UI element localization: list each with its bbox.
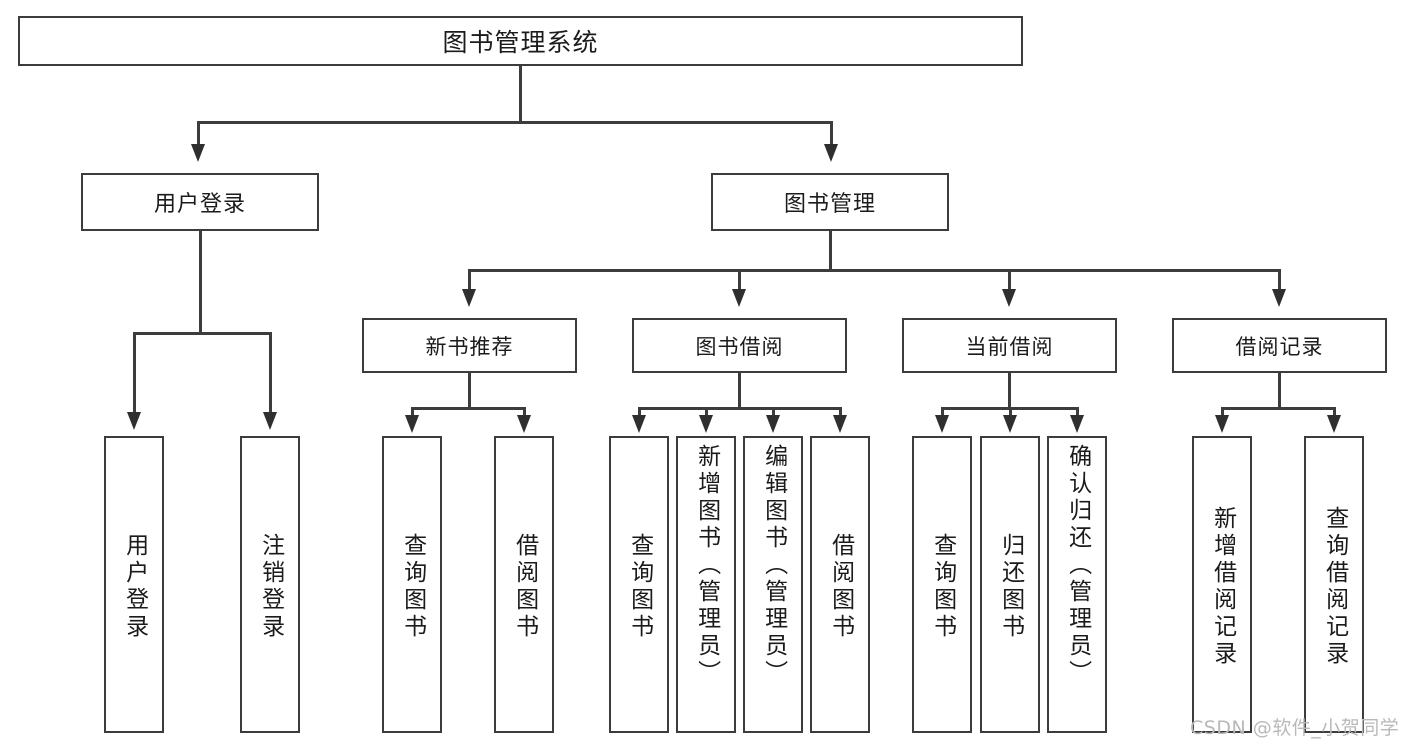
- connector-borrow-record-child2: [1333, 407, 1336, 417]
- leaf-logout[interactable]: 注销登录: [240, 436, 300, 733]
- leaf-user-login[interactable]: 用户登录: [104, 436, 164, 733]
- connector-book-borrow-drop: [738, 373, 741, 409]
- leaf-query-book-recommend[interactable]: 查询图书: [382, 436, 442, 733]
- leaf-return-book[interactable]: 归还图书: [980, 436, 1040, 733]
- arrowhead-leaf-confirm-return: [1070, 415, 1084, 433]
- connector-to-new-book: [468, 269, 471, 291]
- leaf-label: 查询借阅记录: [1321, 505, 1348, 668]
- leaf-query-book-borrow[interactable]: 查询图书: [609, 436, 669, 733]
- leaf-label: 归还图书: [997, 532, 1024, 641]
- connector-to-current-borrow: [1008, 269, 1011, 291]
- node-root-library-system[interactable]: 图书管理系统: [18, 16, 1023, 66]
- connector-book-borrow-child3: [772, 407, 775, 417]
- arrowhead-leaf-borrow-book-1: [517, 415, 531, 433]
- node-label: 当前借阅: [965, 334, 1054, 359]
- connector-new-book-child2: [523, 407, 526, 417]
- arrowhead-book-manage: [824, 144, 838, 162]
- connector-new-book-drop: [468, 373, 471, 409]
- connector-root-to-book-manage: [830, 121, 833, 147]
- node-label: 用户登录: [153, 192, 246, 217]
- leaf-add-borrow-record[interactable]: 新增借阅记录: [1192, 436, 1252, 733]
- connector-book-manage-bus: [468, 269, 1280, 272]
- connector-user-login-child1: [133, 332, 136, 414]
- arrowhead-leaf-logout: [263, 412, 277, 430]
- connector-current-borrow-child1: [941, 407, 944, 417]
- connector-to-borrow-record: [1278, 269, 1281, 291]
- node-label: 新书推荐: [425, 334, 514, 359]
- connector-book-borrow-child1: [638, 407, 641, 417]
- leaf-label: 新增图书（管理员）: [693, 444, 720, 687]
- leaf-borrow-book-recommend[interactable]: 借阅图书: [494, 436, 554, 733]
- leaf-label: 新增借阅记录: [1209, 505, 1236, 668]
- leaf-label: 借阅图书: [827, 532, 854, 641]
- connector-new-book-child1: [411, 407, 414, 417]
- node-new-book-recommend[interactable]: 新书推荐: [362, 318, 577, 373]
- leaf-label: 借阅图书: [511, 532, 538, 641]
- arrowhead-leaf-add-book: [699, 415, 713, 433]
- arrowhead-borrow-record: [1272, 289, 1286, 307]
- node-label: 图书管理系统: [442, 28, 599, 57]
- node-book-borrow[interactable]: 图书借阅: [632, 318, 847, 373]
- connector-book-manage-drop: [829, 231, 832, 271]
- connector-borrow-record-child1: [1221, 407, 1224, 417]
- leaf-label: 查询图书: [626, 532, 653, 641]
- node-book-management[interactable]: 图书管理: [711, 173, 949, 231]
- connector-root-bus: [197, 121, 832, 124]
- connector-current-borrow-child3: [1076, 407, 1079, 417]
- connector-to-book-borrow: [738, 269, 741, 291]
- arrowhead-leaf-add-record: [1215, 415, 1229, 433]
- leaf-label: 确认归还（管理员）: [1064, 444, 1091, 687]
- connector-user-login-bus: [133, 332, 271, 335]
- arrowhead-book-borrow: [732, 289, 746, 307]
- arrowhead-current-borrow: [1002, 289, 1016, 307]
- connector-borrow-record-bus: [1221, 407, 1336, 410]
- leaf-add-book-admin[interactable]: 新增图书（管理员）: [676, 436, 736, 733]
- leaf-label: 编辑图书（管理员）: [760, 444, 787, 687]
- arrowhead-new-book-recommend: [462, 289, 476, 307]
- node-label: 图书借阅: [695, 334, 784, 359]
- connector-borrow-record-drop: [1278, 373, 1281, 409]
- arrowhead-leaf-query-record: [1327, 415, 1341, 433]
- connector-new-book-bus: [411, 407, 526, 410]
- leaf-label: 用户登录: [121, 532, 148, 641]
- connector-book-borrow-child4: [839, 407, 842, 417]
- leaf-label: 注销登录: [257, 532, 284, 641]
- node-current-borrow[interactable]: 当前借阅: [902, 318, 1117, 373]
- connector-user-login-drop: [199, 231, 202, 334]
- leaf-query-book-current[interactable]: 查询图书: [912, 436, 972, 733]
- node-label: 图书管理: [783, 192, 876, 217]
- connector-root-to-user-login: [197, 121, 200, 147]
- leaf-borrow-book[interactable]: 借阅图书: [810, 436, 870, 733]
- leaf-edit-book-admin[interactable]: 编辑图书（管理员）: [743, 436, 803, 733]
- leaf-query-borrow-record[interactable]: 查询借阅记录: [1304, 436, 1364, 733]
- arrowhead-leaf-query-book-1: [405, 415, 419, 433]
- node-user-login[interactable]: 用户登录: [81, 173, 319, 231]
- arrowhead-leaf-return-book: [1003, 415, 1017, 433]
- connector-current-borrow-child2: [1009, 407, 1012, 417]
- arrowhead-leaf-query-book-2: [632, 415, 646, 433]
- arrowhead-user-login: [191, 144, 205, 162]
- arrowhead-leaf-query-book-3: [935, 415, 949, 433]
- arrowhead-leaf-borrow-book-2: [833, 415, 847, 433]
- connector-root-drop: [519, 66, 522, 123]
- node-label: 借阅记录: [1235, 334, 1324, 359]
- connector-book-borrow-child2: [705, 407, 708, 417]
- leaf-label: 查询图书: [399, 532, 426, 641]
- arrowhead-leaf-edit-book: [766, 415, 780, 433]
- connector-current-borrow-drop: [1008, 373, 1011, 409]
- connector-user-login-child2: [269, 332, 272, 414]
- leaf-confirm-return-admin[interactable]: 确认归还（管理员）: [1047, 436, 1107, 733]
- arrowhead-leaf-user-login: [127, 412, 141, 430]
- leaf-label: 查询图书: [929, 532, 956, 641]
- connector-book-borrow-bus: [638, 407, 841, 410]
- node-borrow-record[interactable]: 借阅记录: [1172, 318, 1387, 373]
